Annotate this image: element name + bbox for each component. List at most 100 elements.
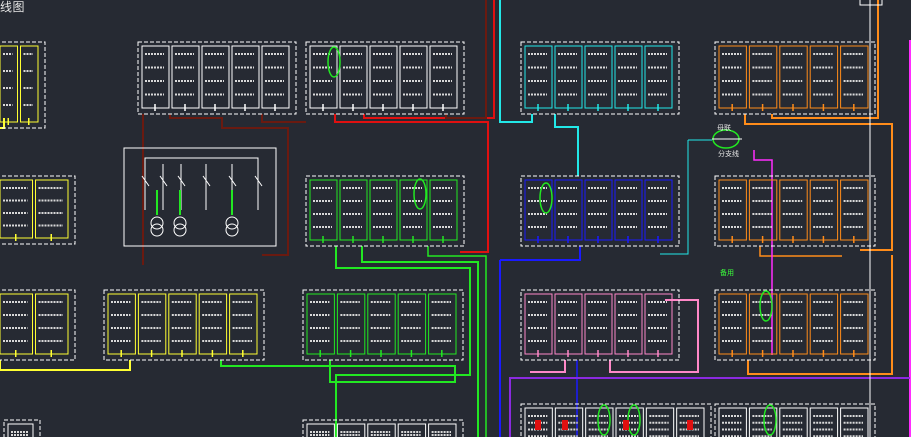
wire-orange [771,0,879,119]
panel-12 [302,289,464,361]
panel-cell [20,45,39,123]
panel-cell [718,45,747,109]
spare-label: 备用 [720,269,734,277]
switch-blade [159,175,168,187]
panel-frame [305,175,465,247]
panel-cell [809,45,839,109]
panel-16 [520,403,712,437]
panel-frame [0,289,76,361]
panel-cell [584,45,613,109]
wire-green [220,360,456,383]
device-layer [123,46,777,436]
panel-cell [840,45,869,109]
wire-yellow [0,360,131,371]
panel-cell [429,45,458,109]
panel-cell [397,423,427,437]
wire-dark-red [445,0,487,119]
panel-cell [339,45,368,109]
transformer-coil [150,216,164,230]
wire-pink [530,360,566,373]
switch-oval [327,46,341,78]
transformer-group [123,147,277,247]
panel-cell [524,407,553,437]
switch-blade [254,175,263,187]
panel-2 [137,41,297,115]
branch-label: 分支线 [718,150,739,158]
switch-oval [597,404,611,436]
breaker-marker [623,420,629,430]
panel-7 [305,175,465,247]
panel-cell [779,407,808,437]
panel-frame [714,403,876,437]
wire-red [334,114,489,253]
wire-white [859,0,883,6]
panel-17 [714,403,876,437]
panel-cell [644,45,673,109]
wire-orange [744,114,893,251]
busbar-label: 母联 [717,124,731,132]
panel-layer [0,41,876,437]
panel-18 [3,419,41,437]
panel-cell [336,423,366,437]
panel-1 [0,41,46,129]
transformer-coil [225,223,239,237]
panel-cell [718,407,747,437]
panel-cell [261,45,290,109]
panel-cell [367,423,396,437]
wire-green [361,246,479,437]
panel-8 [520,175,680,247]
panel-cell [171,45,200,109]
wire-magenta [753,150,773,355]
panel-frame [714,289,876,361]
panel-15 [302,419,464,437]
switch-blade [202,175,211,187]
wire-orange [747,255,893,375]
switch-blade [177,175,186,187]
wire-cyan [554,114,579,176]
panel-5 [714,41,876,115]
switch-oval [413,178,427,210]
panel-frame [3,419,41,437]
wire-cyan-thin [660,140,689,255]
panel-frame [305,41,465,115]
panel-frame [302,289,464,361]
panel-cell [524,45,553,109]
panel-cell [369,45,398,109]
transformer-coil [225,216,239,230]
diagram-title: 线图 [0,0,26,14]
panel-6 [0,175,76,245]
wire-dark-red [169,114,289,256]
panel-cell [809,407,839,437]
panel-frame [520,41,680,115]
panel-frame [520,403,712,437]
panel-cell [748,45,778,109]
breaker-marker [535,420,541,430]
panel-frame [103,289,265,361]
wire-yellow [0,118,5,129]
panel-frame [302,419,464,437]
busbar-line [144,157,259,164]
panel-cell [231,45,260,109]
panel-cell [428,423,457,437]
panel-frame [0,175,76,245]
wire-green [427,246,487,437]
wire-blue [500,246,581,261]
transformer-coil [173,216,187,230]
breaker-marker [562,420,568,430]
breaker-marker [687,420,693,430]
panel-13 [520,289,680,361]
transformer-coil [150,223,164,237]
switch-oval [539,182,553,214]
panel-4 [520,41,680,115]
wire-green [335,246,471,437]
wire-pink [609,299,699,373]
switch-blade [141,175,150,187]
panel-frame [714,41,876,115]
switch-oval [759,290,773,322]
panel-cell [614,45,643,109]
panel-frame [0,41,46,129]
panel-cell [399,45,428,109]
panel-cell [676,407,705,437]
